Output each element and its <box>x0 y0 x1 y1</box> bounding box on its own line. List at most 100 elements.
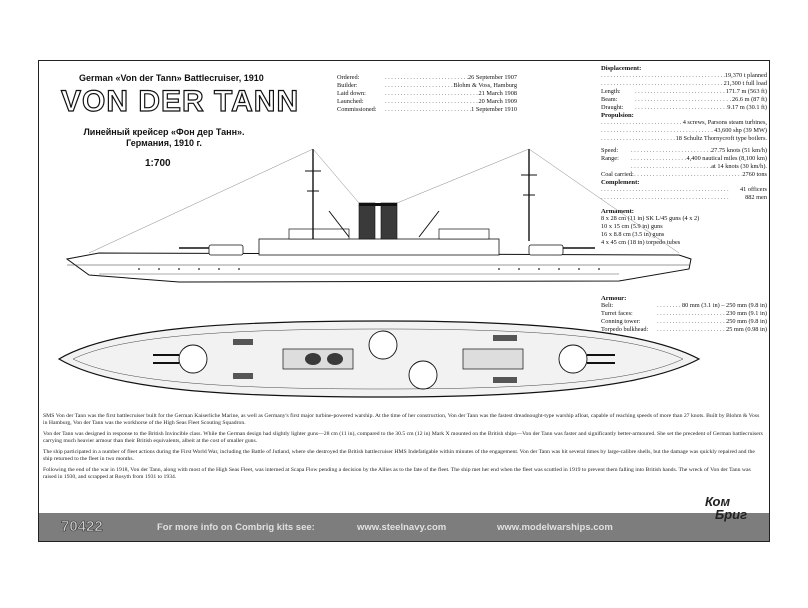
armour-row: Conning tower:. . . . . . . . . . . . . … <box>601 318 767 326</box>
date-row-value: 20 March 1909 <box>478 98 517 105</box>
performance-row: . . . . . . . . . . . . . . . . . . . . … <box>601 163 767 171</box>
dot-leader: . . . . . . . . . . . . . . . . . . . . … <box>657 310 726 317</box>
armour-heading: Armour: <box>601 295 627 302</box>
description-paragraph: Von der Tann was designed in response to… <box>43 431 763 444</box>
date-row-label: Commissioned: <box>337 106 377 113</box>
dot-leader: . . . . . . . . . . . . . . . . . . . . … <box>657 302 682 309</box>
propulsion-row: . . . . . . . . . . . . . . . . . . . . … <box>601 127 767 135</box>
date-row-label: Launched: <box>337 98 364 105</box>
description-block: SMS Von der Tann was the first battlecru… <box>43 413 763 485</box>
date-row: Commissioned: . . . . . . . . . . . . . .… <box>337 106 517 114</box>
armour-list: Belt:. . . . . . . . . . . . . . . . . .… <box>601 302 767 334</box>
date-row-label: Builder: <box>337 82 358 89</box>
deck-plan-drawing <box>57 320 701 398</box>
complement-row: . . . . . . . . . . . . . . . . . . . . … <box>601 186 767 194</box>
date-row-label: Laid down: <box>337 90 366 97</box>
dot-leader: . . . . . . . . . . . . . . . . . . . . … <box>657 326 726 333</box>
performance-row-label: Speed: <box>601 147 619 154</box>
dot-leader: . . . . . . . . . . . . . . . . . . . . … <box>601 80 724 87</box>
armament-row: 16 x 8.8 cm (3.5 in) guns <box>601 231 665 238</box>
armour-row: Turret faces: . . . . . . . . . . . . . .… <box>601 310 767 318</box>
performance-row: Coal carried:. . . . . . . . . . . . . .… <box>601 171 767 179</box>
displacement-list: . . . . . . . . . . . . . . . . . . . . … <box>601 72 767 88</box>
armament-row: 10 x 15 cm (5.9 in) guns <box>601 223 663 230</box>
specs-column: Displacement: . . . . . . . . . . . . . … <box>601 65 767 247</box>
description-paragraph: Following the end of the war in 1918, Vo… <box>43 467 751 480</box>
displacement-row-value: 21,300 t full load <box>723 80 767 87</box>
complement-list: . . . . . . . . . . . . . . . . . . . . … <box>601 186 767 202</box>
armour-row-value: 25 mm (0.98 in) <box>726 326 767 333</box>
link-steelnavy[interactable]: www.steelnavy.com <box>357 522 447 533</box>
page-title: VON DER TANN <box>60 84 300 118</box>
date-row: Ordered: . . . . . . . . . . . . . . . . … <box>337 74 517 82</box>
dot-leader: . . . . . . . . . . . . . . . . . . . . … <box>635 104 727 111</box>
performance-row-value: 27.75 knots (51 km/h) <box>711 147 767 154</box>
armour-row: Belt:. . . . . . . . . . . . . . . . . .… <box>601 302 767 310</box>
dot-leader: . . . . . . . . . . . . . . . . . . . . … <box>385 106 471 113</box>
footer-banner: 70422 For more info on Combrig kits see:… <box>39 513 769 541</box>
armour-row-value: 250 mm (9.8 in) <box>726 318 767 325</box>
date-row: Laid down: . . . . . . . . . . . . . . . … <box>337 90 517 98</box>
link-modelwarships[interactable]: www.modelwarships.com <box>497 522 613 533</box>
armour-row-label: Turret faces: <box>601 310 633 317</box>
armour-row-label: Torpedo bulkhead: <box>601 326 649 333</box>
date-row: Builder: . . . . . . . . . . . . . . . . … <box>337 82 517 90</box>
description-paragraph: SMS Von der Tann was the first battlecru… <box>43 413 760 426</box>
dimension-row-value: 171.7 m (563 ft) <box>725 88 767 95</box>
more-info-text: For more info on Combrig kits see: <box>157 522 315 533</box>
propulsion-row-value: 43,600 shp (39 MW) <box>714 127 767 134</box>
date-row-label: Ordered: <box>337 74 360 81</box>
dimension-row: Draught:. . . . . . . . . . . . . . . . … <box>601 104 767 112</box>
armament-heading: Armament: <box>601 208 634 215</box>
dates-block: Ordered: . . . . . . . . . . . . . . . . … <box>337 74 517 114</box>
subtitle-english: German «Von der Tann» Battlecruiser, 191… <box>79 73 264 83</box>
dimension-row: Beam: . . . . . . . . . . . . . . . . . .… <box>601 96 767 104</box>
displacement-row: . . . . . . . . . . . . . . . . . . . . … <box>601 80 767 88</box>
armour-row-value: 80 mm (3.1 in) – 250 mm (9.8 in) <box>681 302 767 309</box>
date-row-value: Blohm & Voss, Hamburg <box>453 82 517 89</box>
dot-leader: . . . . . . . . . . . . . . . . . . . . … <box>385 90 479 97</box>
dot-leader: . . . . . . . . . . . . . . . . . . . . … <box>635 88 726 95</box>
scale-label: 1:700 <box>145 158 171 169</box>
date-row-value: 21 March 1908 <box>478 90 517 97</box>
armament-row: 4 x 45 cm (18 in) torpedo tubes <box>601 239 681 246</box>
performance-row-value: at 14 knots (30 km/h). <box>711 163 767 170</box>
dot-leader: . . . . . . . . . . . . . . . . . . . . … <box>601 135 676 142</box>
complement-row: . . . . . . . . . . . . . . . . . . . . … <box>601 194 767 202</box>
displacement-row: . . . . . . . . . . . . . . . . . . . . … <box>601 72 767 80</box>
propulsion-list: . . . . . . . . . . . . . . . . . . . . … <box>601 119 767 143</box>
performance-row: Speed: . . . . . . . . . . . . . . . . . … <box>601 147 767 155</box>
dot-leader: . . . . . . . . . . . . . . . . . . . . … <box>601 72 725 79</box>
combrig-logo: Ком Бриг <box>705 495 765 539</box>
armour-block: Armour: Belt:. . . . . . . . . . . . . .… <box>601 295 767 334</box>
dot-leader: . . . . . . . . . . . . . . . . . . . . … <box>385 74 468 81</box>
dot-leader: . . . . . . . . . . . . . . . . . . . . … <box>601 127 714 134</box>
armour-row-label: Conning tower: <box>601 318 641 325</box>
dot-leader: . . . . . . . . . . . . . . . . . . . . … <box>635 96 732 103</box>
kit-code: 70422 <box>61 518 103 536</box>
dimension-row-value: 9.17 m (30.1 ft) <box>727 104 767 111</box>
dimensions-list: Length:. . . . . . . . . . . . . . . . .… <box>601 88 767 112</box>
subtitle-russian-2: Германия, 1910 г. <box>126 138 202 148</box>
performance-row-value: 2760 tons <box>742 171 767 178</box>
performance-row: Range:. . . . . . . . . . . . . . . . . … <box>601 155 767 163</box>
dot-leader: . . . . . . . . . . . . . . . . . . . . … <box>631 147 711 154</box>
armament-row: 8 x 28 cm (11 in) SK L/45 guns (4 x 2) <box>601 215 700 222</box>
complement-heading: Complement: <box>601 179 640 186</box>
dot-leader: . . . . . . . . . . . . . . . . . . . . … <box>385 82 453 89</box>
complement-row-value: 41 officers <box>740 186 767 193</box>
date-row: Launched:. . . . . . . . . . . . . . . .… <box>337 98 517 106</box>
armament-list: 8 x 28 cm (11 in) SK L/45 guns (4 x 2)10… <box>601 215 767 247</box>
date-row-value: 26 September 1907 <box>468 74 517 81</box>
displacement-heading: Displacement: <box>601 65 642 72</box>
date-row-value: 1 September 1910 <box>471 106 517 113</box>
dot-leader: . . . . . . . . . . . . . . . . . . . . … <box>631 171 742 178</box>
dot-leader: . . . . . . . . . . . . . . . . . . . . … <box>601 119 683 126</box>
performance-list: Speed: . . . . . . . . . . . . . . . . . … <box>601 147 767 179</box>
performance-row-value: 4,400 nautical miles (8,100 km) <box>686 155 767 162</box>
dimension-row: Length:. . . . . . . . . . . . . . . . .… <box>601 88 767 96</box>
logo-line-1: Ком <box>705 494 731 509</box>
dimension-row-value: 26.6 m (87 ft) <box>732 96 767 103</box>
dimension-row-label: Beam: <box>601 96 618 103</box>
logo-line-2: Бриг <box>715 507 748 522</box>
